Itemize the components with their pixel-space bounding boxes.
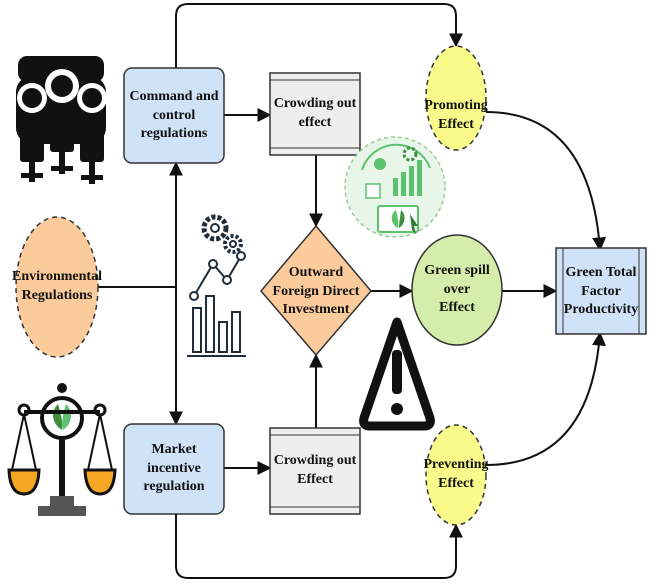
ofdi-label: Outward Foreign Direct Investment: [272, 264, 360, 318]
preventing-effect-node: [425, 424, 487, 526]
command-control-box: [123, 67, 225, 164]
connectors: [98, 3, 607, 579]
arrow-preventing-to-gtfp: [485, 331, 607, 466]
warning-icon: [359, 317, 435, 431]
environmental-regulations-label: Environmental Regulations: [12, 269, 102, 303]
arrow-top-loop-to-promoting: [175, 3, 463, 68]
gtfp-box: [555, 247, 647, 335]
crowding-out-bottom-box: [269, 427, 361, 515]
green-spill-over-label: Green spill over Effect: [424, 262, 490, 316]
crowding-out-top-label: Crowding out effect: [273, 96, 357, 130]
balance-scale-leaf-icon: [7, 383, 117, 516]
market-incentive-box: [123, 423, 225, 515]
arrow-bottom-loop-to-preventing: [175, 514, 463, 579]
crowding-out-top-box: [269, 72, 361, 156]
arrow-promoting-to-gtfp: [485, 111, 607, 252]
environmental-regulations-node: [15, 216, 99, 358]
people-group-icon: [16, 56, 107, 184]
preventing-effect-label: Preventing Effect: [423, 457, 489, 491]
crowding-out-bottom-label: Crowding out Effect: [273, 453, 357, 487]
green-technology-icon: [344, 136, 446, 238]
green-spill-over-node: [411, 234, 503, 346]
promoting-effect-node: [425, 45, 487, 151]
market-incentive-label: Market incentive regulation: [143, 441, 205, 495]
analytics-chart-gears-icon: [187, 214, 246, 357]
arrow-er-to-command: [98, 161, 183, 288]
ofdi-diamond: [260, 224, 372, 357]
promoting-effect-label: Promoting Effect: [424, 98, 488, 132]
gtfp-label: Green Total Factor Productivity: [563, 264, 639, 318]
command-control-label: Command and control regulations: [129, 88, 219, 142]
